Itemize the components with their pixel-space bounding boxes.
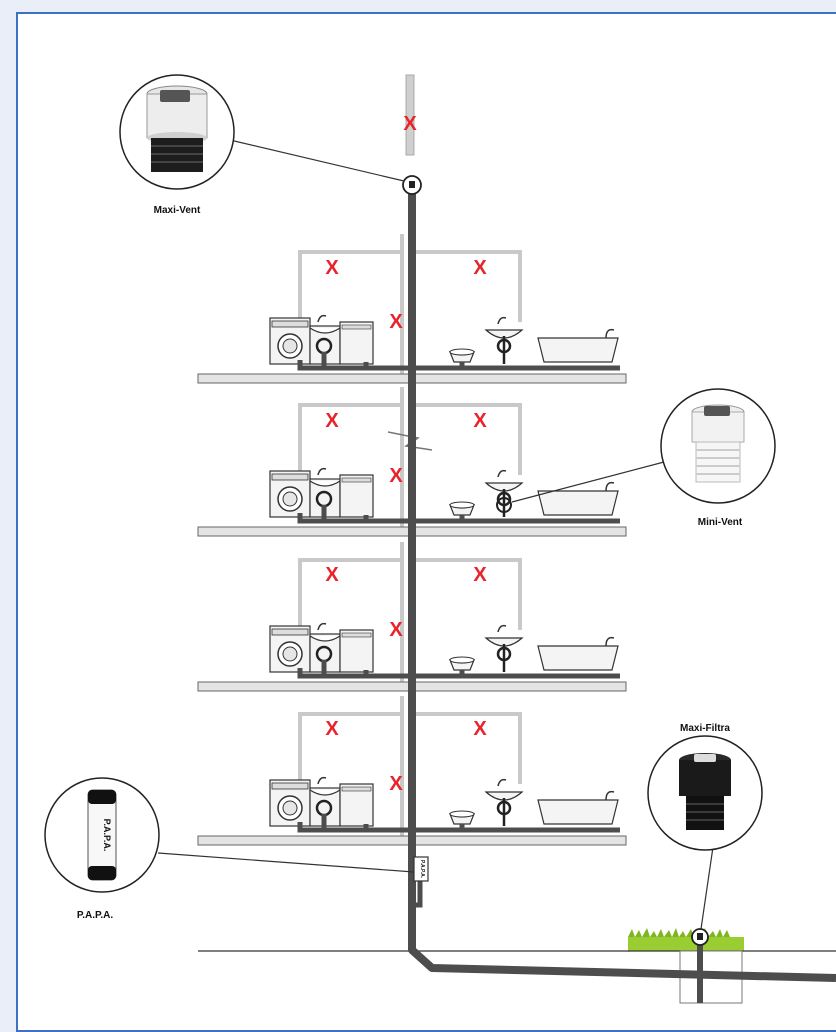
grass-strip <box>628 937 744 951</box>
papa-image: P.A.P.A. <box>87 789 117 881</box>
maxi-vent-callout: Maxi-Vent <box>119 74 235 216</box>
blocked-vent-mark: X <box>389 619 403 641</box>
blocked-vent-mark: X <box>325 410 339 432</box>
blocked-vent-mark: X <box>473 718 487 740</box>
mini-vent-label: Mini-Vent <box>698 517 743 528</box>
blocked-vent-mark: X <box>473 564 487 586</box>
blocked-vent-mark: X <box>389 465 403 487</box>
papa-label: P.A.P.A. <box>77 910 114 921</box>
roof-vent-stub <box>405 74 415 156</box>
maxi-filtra-callout: Maxi-Filtra <box>647 723 763 851</box>
papa-image-text: P.A.P.A. <box>102 819 112 852</box>
blocked-vent-mark: X <box>389 773 403 795</box>
blocked-vent-mark: X <box>325 257 339 279</box>
mini-vent-position-marker <box>496 497 512 513</box>
papa-device <box>413 856 429 882</box>
blocked-vent-mark: X <box>389 311 403 333</box>
mini-vent-callout: Mini-Vent <box>660 388 776 528</box>
papa-callout: P.A.P.A. P.A.P.A. <box>44 777 160 921</box>
blocked-vent-mark: X <box>473 257 487 279</box>
maxi-vent-leader <box>229 139 405 182</box>
maxi-filtra-label: Maxi-Filtra <box>680 723 730 734</box>
maxi-filtra-image <box>679 753 731 830</box>
blocked-vent-mark: X <box>325 718 339 740</box>
main-soil-stack <box>408 188 836 982</box>
mini-vent-image <box>691 404 745 483</box>
blocked-vent-mark: X <box>325 564 339 586</box>
maxi-vent-image <box>146 85 208 172</box>
papa-bypass-pipe <box>412 870 423 908</box>
blocked-vent-marks: X X X X X X X X X X X X X <box>325 113 487 795</box>
maxi-filtra-leader <box>700 846 714 930</box>
blocked-vent-mark: X <box>403 113 417 135</box>
maxi-vent-label: Maxi-Vent <box>154 205 201 216</box>
papa-leader <box>157 852 415 873</box>
blocked-vent-mark: X <box>473 410 487 432</box>
mini-vent-leader <box>511 461 665 503</box>
papa-device-text: P.A.P.A. <box>419 860 425 879</box>
grass-blades <box>628 928 730 937</box>
